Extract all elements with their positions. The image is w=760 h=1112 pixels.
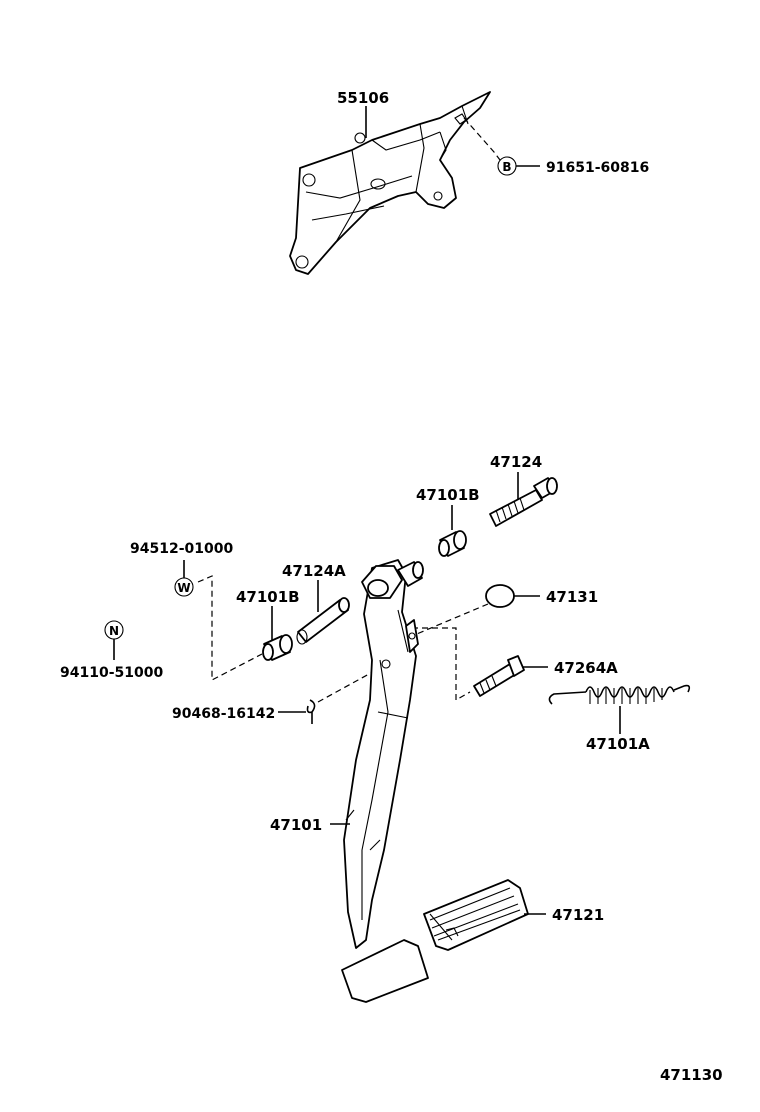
dash-clip xyxy=(317,667,381,703)
figure-code: 471130 xyxy=(660,1066,723,1084)
bolt-b-symbol-letter: B xyxy=(502,160,511,174)
label-washer: 94512-01000 xyxy=(130,541,233,557)
label-pedal-arm: 47101 xyxy=(270,816,322,834)
label-nut: 94110-51000 xyxy=(60,665,163,681)
label-bolt-top: 47124 xyxy=(490,453,542,471)
pedal-arm-pad-plate xyxy=(341,939,429,1003)
pedal-pad-part xyxy=(423,879,529,951)
nut-n-symbol-letter: N xyxy=(109,624,119,638)
label-collar: 47124A xyxy=(282,562,346,580)
bolt-right-part xyxy=(473,655,525,697)
dash-stopper xyxy=(411,603,489,637)
label-bracket: 55106 xyxy=(337,89,389,107)
label-spring: 47101A xyxy=(586,735,650,753)
spring-part xyxy=(548,684,691,705)
dash-bracket-bolt xyxy=(463,117,501,161)
collar-part xyxy=(296,597,350,645)
washer-w-symbol xyxy=(174,577,194,597)
pedal-arm-part xyxy=(343,559,424,949)
bushing-left-part xyxy=(262,634,293,661)
dash-bolt-right xyxy=(412,627,471,702)
label-bushing-right: 47101B xyxy=(416,486,480,504)
label-bushing-left: 47101B xyxy=(236,588,300,606)
bracket-part xyxy=(289,91,491,275)
label-stopper: 47131 xyxy=(546,588,598,606)
label-clip: 90468-16142 xyxy=(172,706,275,722)
washer-w-symbol-letter: W xyxy=(177,581,190,595)
bushing-right-part xyxy=(438,530,467,557)
clip-part xyxy=(306,699,316,724)
bolt-top-part xyxy=(489,477,558,527)
label-pedal-pad: 47121 xyxy=(552,906,604,924)
label-bolt-right: 47264A xyxy=(554,659,618,677)
label-bracket-bolt: 91651-60816 xyxy=(546,160,649,176)
stopper-part xyxy=(485,584,515,608)
